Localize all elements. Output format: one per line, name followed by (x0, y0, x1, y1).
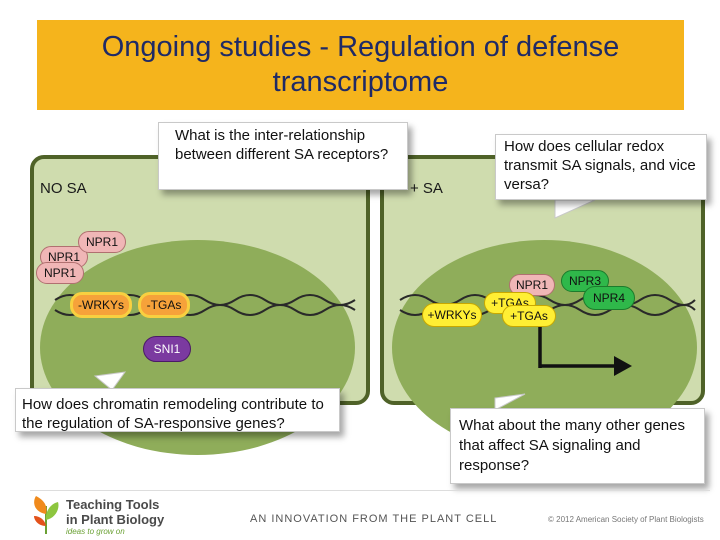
logo-tagline: ideas to grow on (66, 527, 125, 536)
right-cell-label: + SA (410, 180, 443, 197)
npr4-receptor: NPR4 (583, 286, 635, 310)
callout-cellular-redox: How does cellular redox transmit SA sign… (495, 134, 707, 200)
wrkys-active: +WRKYs (422, 303, 482, 327)
footer-divider (30, 490, 710, 491)
callout-other-genes: What about the many other genes that aff… (450, 408, 705, 484)
npr1-oligomer-bottom: NPR1 (36, 262, 84, 284)
callout-chromatin-remodeling: How does chromatin remodeling contribute… (15, 388, 340, 432)
left-cell-label: NO SA (40, 180, 87, 197)
title-banner: Ongoing studies - Regulation of defense … (37, 20, 684, 110)
npr1-oligomer-top: NPR1 (78, 231, 126, 253)
footer-innovation-text: AN INNOVATION FROM THE PLANT CELL (250, 513, 498, 525)
sni1-protein: SNI1 (143, 336, 191, 362)
tgas-active-front: +TGAs (502, 305, 556, 327)
wrkys-inactive: -WRKYs (70, 292, 132, 318)
npr1-monomer: NPR1 (509, 274, 555, 296)
callout-sa-receptors: What is the inter-relationship between d… (158, 122, 408, 190)
tgas-inactive: -TGAs (138, 292, 190, 318)
transcription-arrow (538, 320, 632, 376)
logo-text-line1: Teaching Tools (66, 497, 160, 512)
footer-copyright: © 2012 American Society of Plant Biologi… (548, 515, 704, 524)
slide-title: Ongoing studies - Regulation of defense … (101, 31, 620, 98)
plant-logo-icon (34, 496, 59, 534)
logo-text-line2: in Plant Biology (66, 512, 165, 527)
